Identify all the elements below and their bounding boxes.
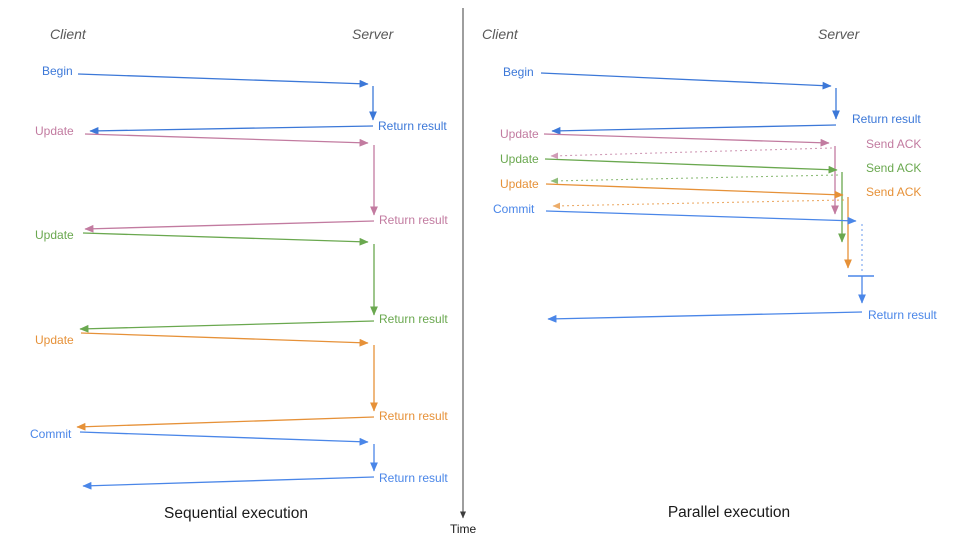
sequential-panel-lines [76, 73, 378, 490]
seq-update3-flow [76, 332, 378, 431]
seq-commit-flow [79, 431, 378, 490]
par-update2-request-arrow [544, 158, 838, 174]
par-commit-label: Commit [493, 202, 535, 216]
seq-begin-request-arrow [77, 73, 369, 88]
seq-server-label: Server [352, 26, 395, 42]
par-update3-ack-arrow [552, 199, 845, 210]
par-update2-ack-arrow [550, 174, 839, 185]
par-client-label: Client [482, 26, 519, 42]
par-begin-response-arrow [551, 124, 837, 135]
par-update2-flow [544, 158, 846, 243]
par-update1-ack-arrow [550, 147, 833, 160]
seq-commit-result-label: Return result [379, 471, 448, 485]
seq-commit-request-arrow [79, 431, 369, 446]
time-axis: Time [450, 8, 477, 536]
seq-update2-request-arrow [82, 232, 369, 246]
seq-update2-flow [79, 232, 378, 333]
seq-update3-response-arrow [76, 416, 375, 431]
par-update2-ack-label: Send ACK [866, 161, 921, 175]
parallel-panel-lines [540, 72, 874, 323]
seq-commit-response-arrow [82, 476, 375, 490]
par-update2-label: Update [500, 152, 539, 166]
seq-client-label: Client [50, 26, 87, 42]
par-caption: Parallel execution [668, 504, 790, 521]
parallel-panel-labels: Client Server Begin Return result Update… [482, 26, 937, 521]
par-update3-request-arrow [545, 183, 844, 199]
seq-update1-request-arrow [84, 133, 369, 147]
seq-begin-response-arrow [89, 125, 374, 135]
par-begin-label: Begin [503, 65, 534, 79]
par-update1-flow [543, 133, 839, 215]
seq-update2-result-label: Return result [379, 312, 448, 326]
seq-update3-label: Update [35, 333, 74, 347]
seq-update3-result-label: Return result [379, 409, 448, 423]
par-commit-result-label: Return result [868, 308, 937, 322]
seq-commit-label: Commit [30, 427, 72, 441]
sequential-panel-labels: Client Server Begin Return result Update… [30, 26, 448, 522]
par-update1-request-arrow [543, 133, 830, 147]
seq-update1-label: Update [35, 124, 74, 138]
par-begin-result-label: Return result [852, 112, 921, 126]
seq-begin-label: Begin [42, 64, 73, 78]
par-commit-flow [545, 210, 874, 323]
seq-update1-flow [84, 133, 378, 233]
par-begin-flow [540, 72, 840, 135]
par-begin-request-arrow [540, 72, 832, 90]
par-update1-label: Update [500, 127, 539, 141]
par-server-label: Server [818, 26, 861, 42]
par-commit-response-arrow [547, 311, 863, 323]
par-commit-request-arrow [545, 210, 857, 225]
par-update3-ack-label: Send ACK [866, 185, 921, 199]
time-axis-label: Time [450, 522, 477, 536]
seq-update2-label: Update [35, 228, 74, 242]
par-update1-ack-label: Send ACK [866, 137, 921, 151]
seq-update2-response-arrow [79, 320, 375, 333]
seq-update1-response-arrow [84, 220, 375, 233]
seq-update1-result-label: Return result [379, 213, 448, 227]
seq-begin-result-label: Return result [378, 119, 447, 133]
seq-update3-request-arrow [80, 332, 369, 347]
seq-begin-flow [77, 73, 377, 135]
par-update3-label: Update [500, 177, 539, 191]
seq-caption: Sequential execution [164, 505, 308, 522]
par-update3-flow [545, 183, 852, 269]
